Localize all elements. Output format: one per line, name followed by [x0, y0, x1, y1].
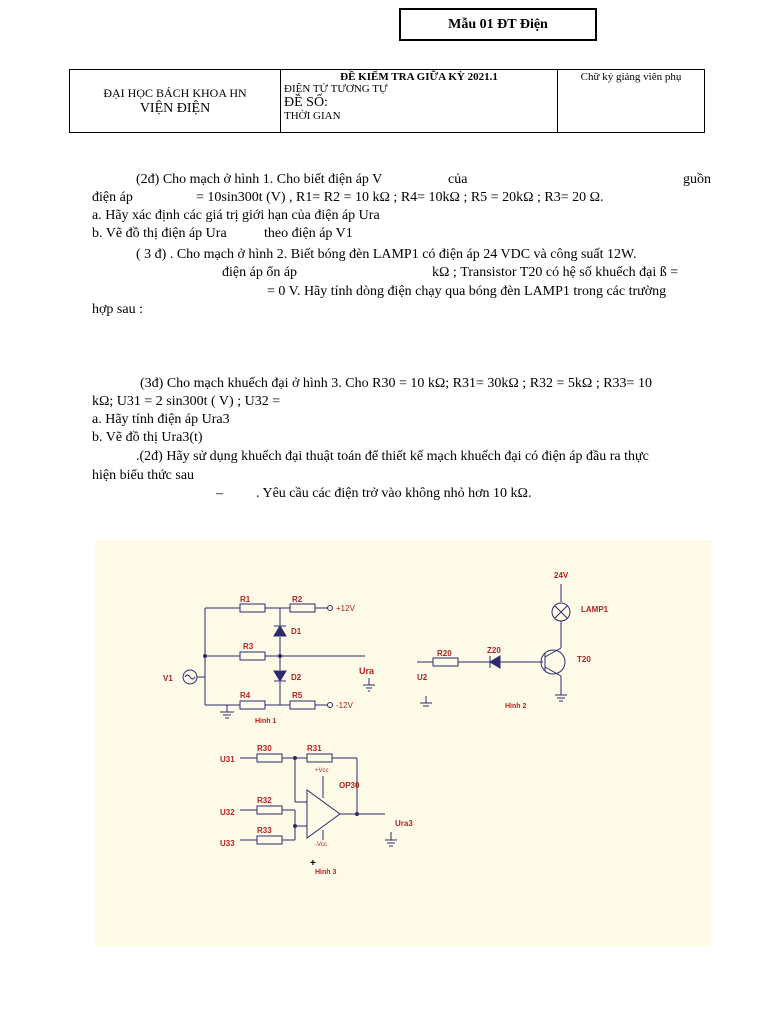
resistor-r4	[239, 700, 266, 710]
caption-fig3: Hình 3	[315, 869, 336, 876]
caption-fig2: Hình 2	[505, 703, 526, 710]
diode-d1-symbol	[273, 625, 287, 637]
label-vcc-pos: +Vcc	[315, 768, 329, 774]
label-t20: T20	[577, 655, 591, 664]
figure-panel: R1 R2 R3 R4 R5 D1 D2 V1 +12V -12V Ura Hì…	[95, 540, 711, 946]
q4-line2: hiện biểu thức sau	[92, 468, 195, 483]
resistor-r2	[289, 603, 316, 613]
signature-label: Chữ ký giảng viên phụ	[580, 71, 682, 83]
label-lamp1: LAMP1	[581, 605, 609, 614]
subject-name: ĐIỆN TỬ TƯƠNG TỰ	[284, 83, 388, 95]
label-r33: R33	[257, 826, 272, 835]
q3-line2: kΩ; U31 = 2 sin300t ( V) ; U32 =	[92, 394, 281, 409]
q1-line1-b: của	[448, 172, 468, 187]
header-exam-cell: ĐỀ KIỂM TRA GIỮA KỲ 2021.1 ĐIỆN TỬ TƯƠNG…	[280, 69, 558, 133]
q2-line2-b: kΩ ; Transistor T20 có hệ số khuếch đại …	[432, 265, 679, 280]
q3-part-a: a. Hãy tính điện áp Ura3	[92, 412, 230, 427]
form-label: Mẫu 01 ĐT Điện	[399, 8, 597, 41]
q4-line3-b: . Yêu cầu các điện trở vào không nhỏ hơn…	[256, 486, 532, 501]
label-d1: D1	[291, 627, 302, 636]
q4-line1: .(2đ) Hãy sử dụng khuếch đại thuật toán …	[136, 449, 649, 464]
q3-line1: (3đ) Cho mạch khuếch đại ở hình 3. Cho R…	[140, 376, 652, 391]
resistor-r32	[256, 805, 283, 815]
q2-line1: ( 3 đ) . Cho mạch ở hình 2. Biết bóng đè…	[136, 247, 637, 262]
opamp-op30-symbol	[306, 789, 341, 839]
label-d2: D2	[291, 673, 302, 682]
resistor-r5	[289, 700, 316, 710]
label-24v: 24V	[554, 571, 569, 580]
label-v1: V1	[163, 674, 173, 683]
label-u2: U2	[417, 673, 428, 682]
label-u33: U33	[220, 839, 235, 848]
header-signature-cell: Chữ ký giảng viên phụ	[557, 69, 705, 133]
caption-fig1: Hình 1	[255, 718, 276, 725]
resistor-r20	[432, 657, 459, 667]
q2-line2-a: điện áp ổn áp	[222, 265, 298, 280]
q1-line1-c: guồn	[683, 172, 711, 187]
label-r2: R2	[292, 595, 303, 604]
zener-z20-symbol	[489, 655, 501, 669]
diode-d2-symbol	[273, 670, 287, 682]
resistor-r33	[256, 835, 283, 845]
q2-line4: hợp sau :	[92, 302, 143, 317]
label-op30: OP30	[339, 781, 360, 790]
resistor-r31	[306, 753, 333, 763]
q1-part-a: a. Hãy xác định các giá trị giới hạn của…	[92, 208, 380, 223]
q1-part-b-a: b. Vẽ đồ thị điện áp Ura	[92, 226, 227, 241]
label-vcc-neg: -Vcc	[315, 842, 327, 848]
resistor-r3	[239, 651, 266, 661]
label-plus12v: +12V	[336, 604, 356, 613]
label-u32: U32	[220, 808, 235, 817]
label-r32: R32	[257, 796, 272, 805]
label-minus12v: -12V	[336, 701, 354, 710]
label-r30: R30	[257, 744, 272, 753]
q4-line3-a: –	[216, 486, 223, 501]
exam-title: ĐỀ KIỂM TRA GIỮA KỲ 2021.1	[340, 71, 498, 83]
label-u31: U31	[220, 755, 235, 764]
resistor-r30	[256, 753, 283, 763]
transistor-t20-symbol	[540, 649, 566, 675]
plus-sign: +	[310, 858, 316, 869]
header-institution-cell: ĐẠI HỌC BÁCH KHOA HN VIỆN ĐIỆN	[69, 69, 281, 133]
exam-number: ĐỀ SỐ:	[284, 95, 328, 110]
label-r4: R4	[240, 691, 251, 700]
q1-part-b-b: theo điện áp V1	[264, 226, 353, 241]
label-z20: Z20	[487, 646, 501, 655]
circuit-diagrams: R1 R2 R3 R4 R5 D1 D2 V1 +12V -12V Ura Hì…	[163, 571, 609, 876]
q1-line2-b: = 10sin300t (V) , R1= R2 = 10 kΩ ; R4= 1…	[196, 190, 604, 205]
university-name: ĐẠI HỌC BÁCH KHOA HN	[103, 86, 247, 100]
exam-time: THỜI GIAN	[284, 110, 341, 122]
q2-line3: = 0 V. Hãy tính dòng điện chạy qua bóng …	[267, 284, 667, 299]
label-r3: R3	[243, 642, 254, 651]
label-ura: Ura	[359, 666, 375, 676]
label-r5: R5	[292, 691, 303, 700]
resistor-r1	[239, 603, 266, 613]
q1-line2-a: điện áp	[92, 190, 133, 205]
q1-line1-a: (2đ) Cho mạch ở hình 1. Cho biết điện áp…	[136, 172, 383, 187]
label-r20: R20	[437, 649, 452, 658]
institute-name: VIỆN ĐIỆN	[139, 101, 211, 116]
header-table: ĐẠI HỌC BÁCH KHOA HN VIỆN ĐIỆN ĐỀ KIỂM T…	[69, 69, 705, 133]
q3-part-b: b. Vẽ đồ thị Ura3(t)	[92, 430, 203, 445]
label-r31: R31	[307, 744, 322, 753]
label-ura3: Ura3	[395, 819, 413, 828]
label-r1: R1	[240, 595, 251, 604]
